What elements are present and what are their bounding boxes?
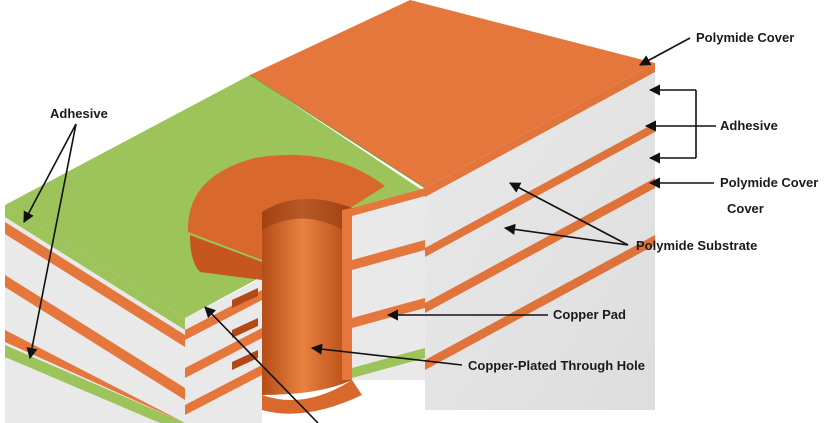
label-through-hole: Copper-Plated Through Hole	[468, 358, 645, 373]
label-copper-pad: Copper Pad	[553, 307, 626, 322]
label-polymide-cover-top: Polymide Cover	[696, 30, 795, 45]
copper-layer	[5, 275, 185, 400]
label-adhesive-left: Adhesive	[50, 106, 108, 121]
right-side-layer-stack	[425, 63, 655, 410]
copper-layer	[5, 330, 185, 423]
label-cover-extra: Cover	[727, 201, 764, 216]
label-polymide-substrate: Polymide Substrate	[636, 238, 758, 253]
leader-arrows	[23, 37, 716, 423]
label-polymide-cover-lower: Polymide Cover	[720, 175, 819, 190]
polymide-cover-top-surface	[250, 0, 655, 188]
label-adhesive-right: Adhesive	[720, 118, 778, 133]
plated-through-hole	[232, 188, 425, 414]
